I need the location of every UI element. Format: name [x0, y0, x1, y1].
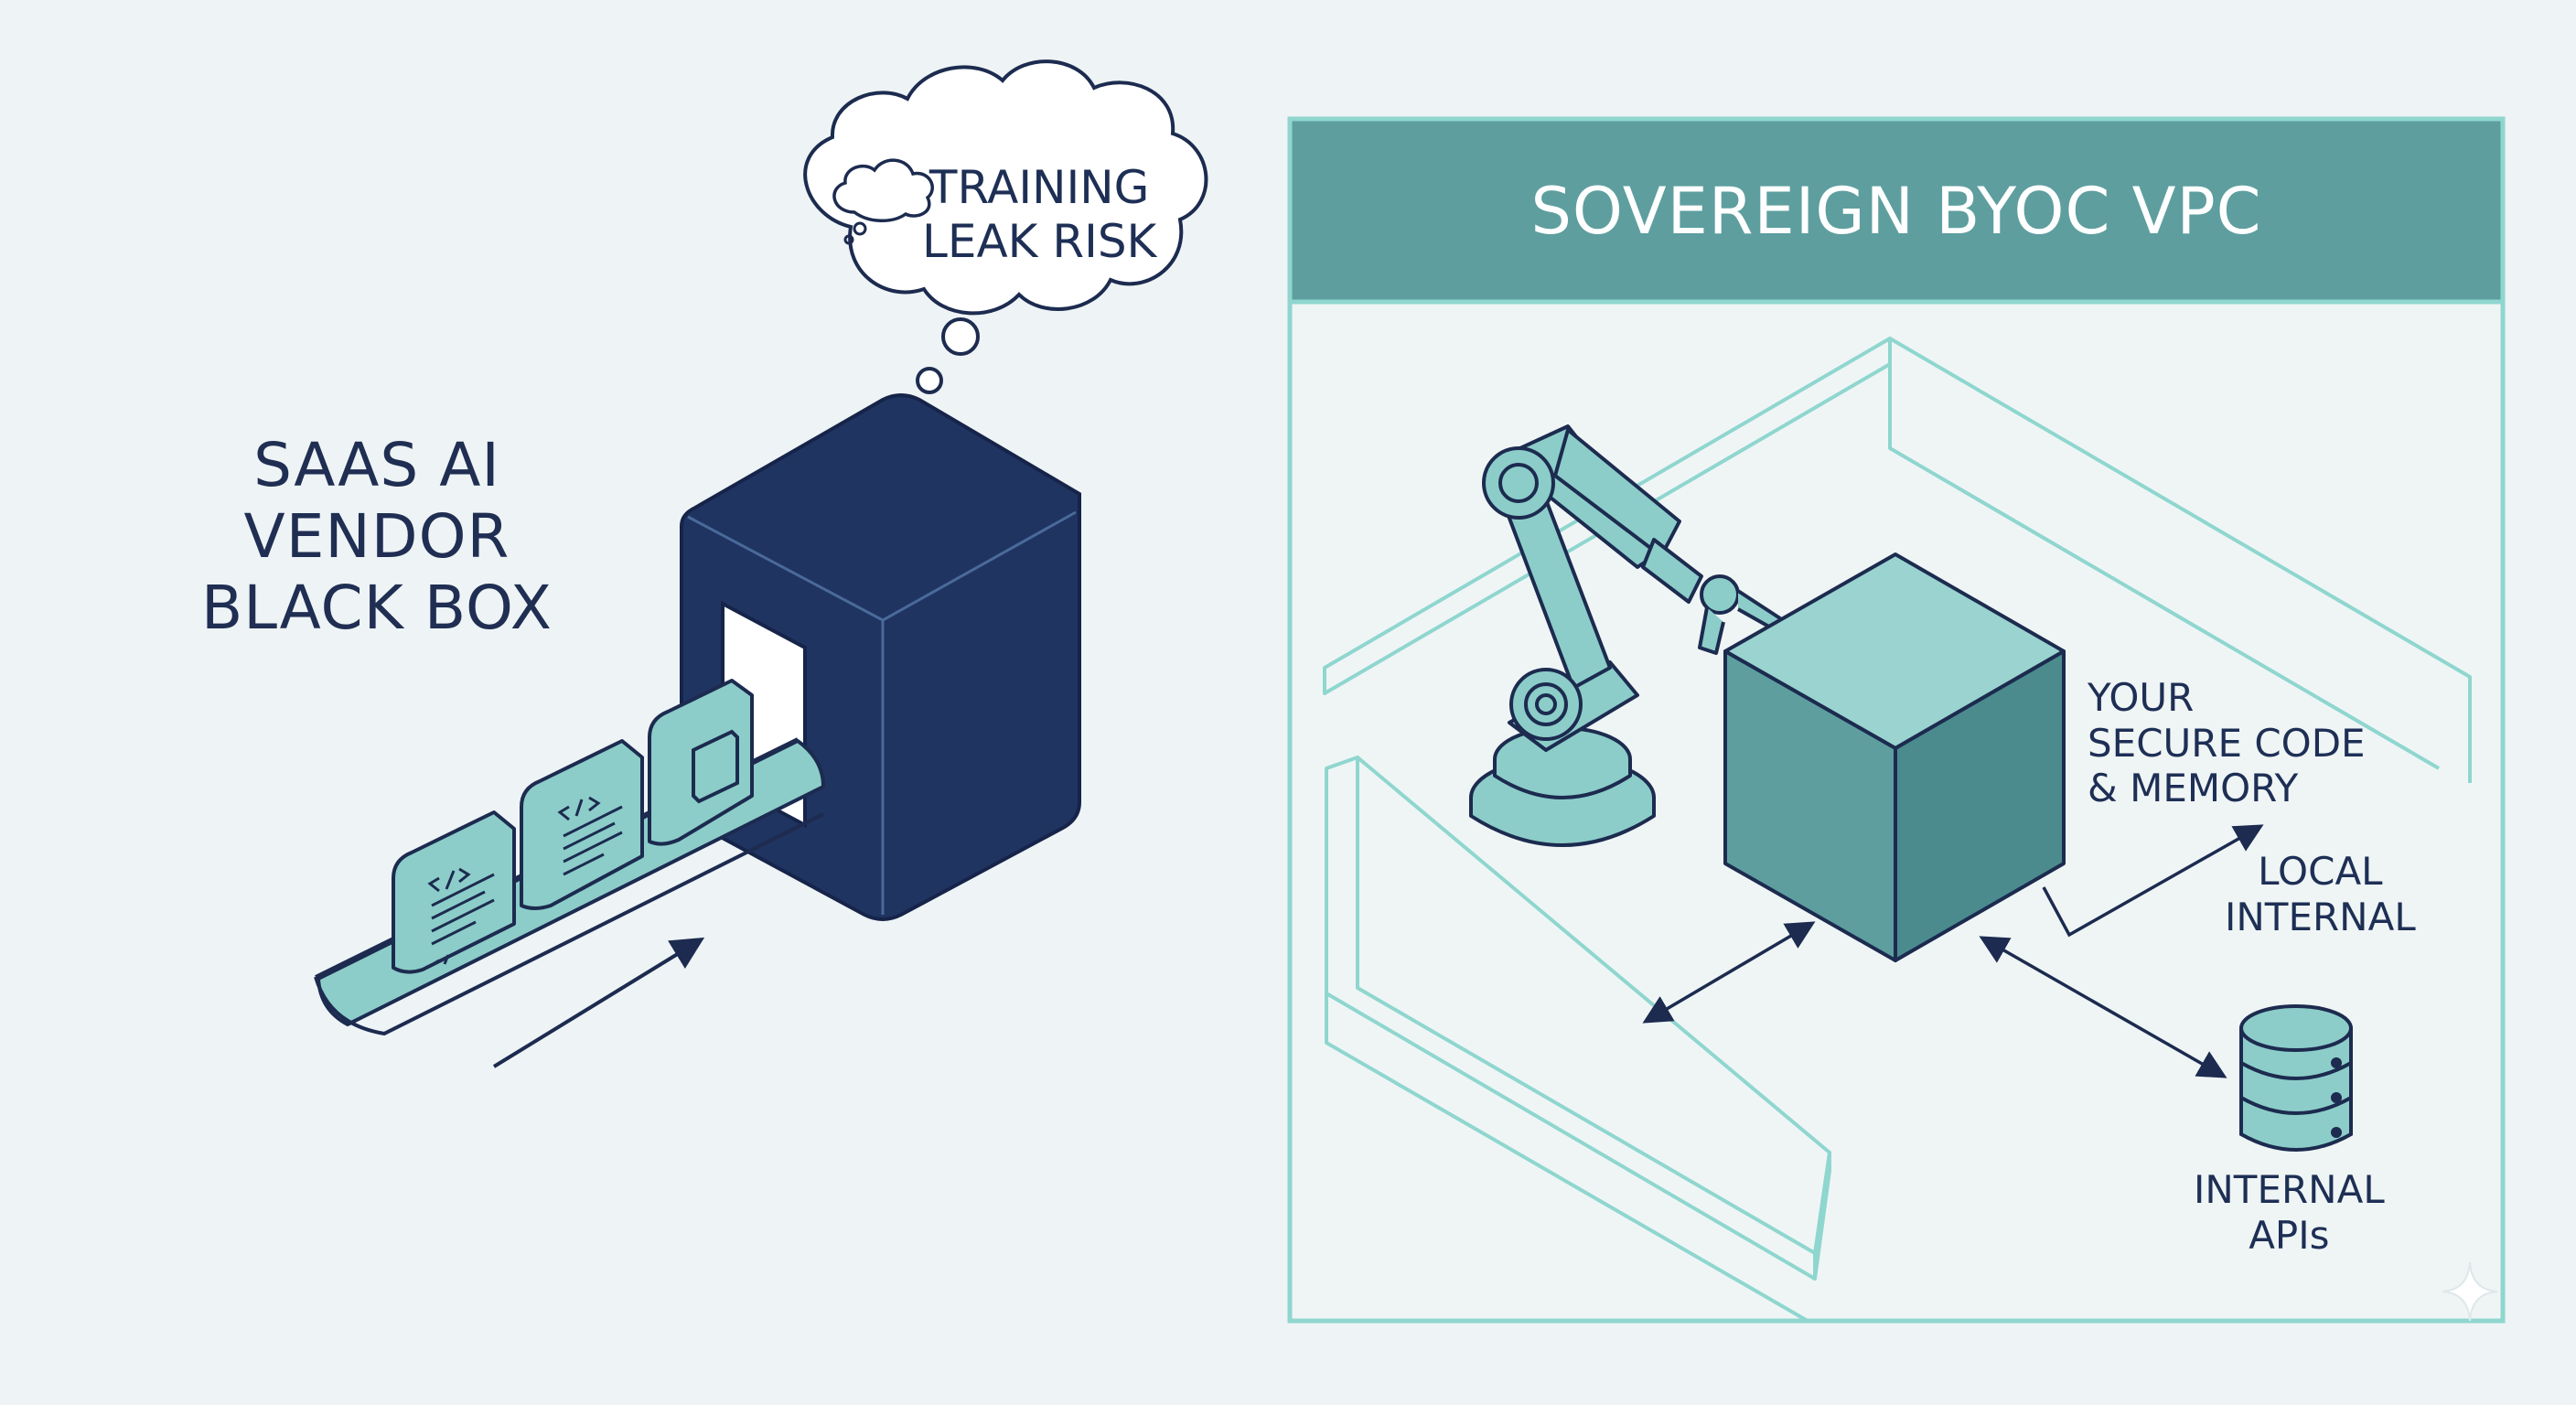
- code-document-3: [648, 679, 754, 846]
- wall-access-arrow: [1642, 921, 1816, 1024]
- apis-label-line-2: APIs: [2249, 1212, 2330, 1258]
- thought-cloud: [803, 59, 1208, 394]
- black-box-cube: [680, 393, 1081, 921]
- panel-title: SOVEREIGN BYOC VPC: [1530, 174, 2262, 249]
- input-flow-arrow: [492, 937, 705, 1068]
- apis-label: INTERNAL APIs: [2194, 1167, 2385, 1258]
- code-document-2: [520, 739, 644, 910]
- vendor-title-line-3: BLACK BOX: [201, 572, 553, 643]
- secure-label-line-3: & MEMORY: [2088, 766, 2299, 811]
- secure-label-line-2: SECURE CODE: [2088, 720, 2366, 766]
- code-document-1: [392, 810, 516, 974]
- apis-label-line-1: INTERNAL: [2194, 1167, 2385, 1212]
- database-icon: [2239, 1004, 2353, 1152]
- local-internal-arrow: [2042, 824, 2264, 938]
- vendor-title-line-2: VENDOR: [243, 500, 510, 572]
- vendor-title: SAAS AI VENDOR BLACK BOX: [201, 430, 553, 644]
- secure-label-line-1: YOUR: [2088, 675, 2195, 720]
- local-label: LOCAL INTERNAL: [2225, 849, 2416, 939]
- sparkle-icon: [2442, 1261, 2498, 1322]
- small-cloud-icon: [832, 158, 934, 245]
- local-label-line-2: INTERNAL: [2225, 894, 2416, 939]
- thought-text: TRAINING LEAK RISK: [922, 161, 1156, 269]
- secure-cube: [1723, 552, 2066, 962]
- secure-label: YOUR SECURE CODE & MEMORY: [2088, 675, 2366, 811]
- vendor-title-line-1: SAAS AI: [253, 430, 500, 500]
- thought-text-line-1: TRAINING: [928, 161, 1150, 214]
- local-label-line-1: LOCAL: [2258, 849, 2383, 894]
- enclosure-walls: [1323, 337, 2472, 1323]
- thought-text-line-2: LEAK RISK: [922, 215, 1157, 268]
- api-access-arrow: [1979, 936, 2227, 1078]
- robot-arm: [1469, 424, 1793, 847]
